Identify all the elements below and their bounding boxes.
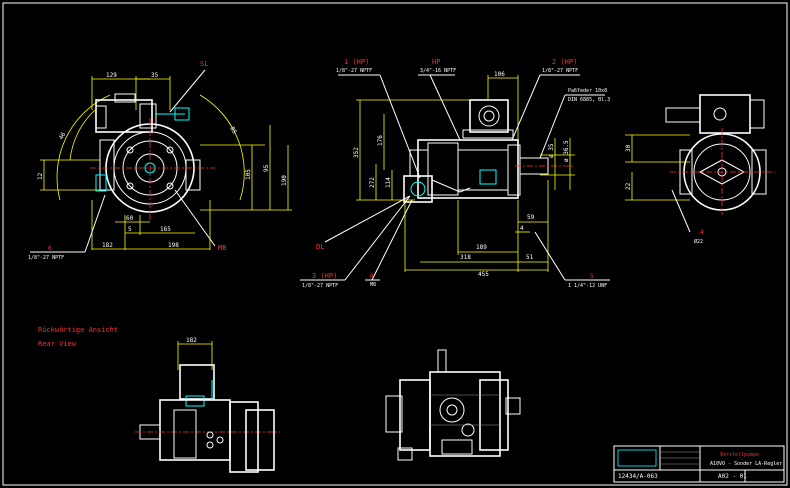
- dim-198: 198: [168, 242, 179, 249]
- dim-272: 272: [369, 177, 376, 188]
- right-view[interactable]: 30 22 4 Ø22: [625, 94, 775, 245]
- label-6-thread: 1/8"-27 NPTF: [28, 255, 64, 261]
- dim-190: 190: [281, 175, 288, 186]
- label-din: DIN 6885, Bl.3: [568, 97, 610, 103]
- dim-165: 165: [160, 226, 171, 233]
- label-6: 6: [48, 245, 52, 252]
- label-5: 5: [590, 273, 594, 280]
- label-5-thread: 1 1/4"-12 UNF: [568, 283, 607, 289]
- dim-106: 106: [494, 71, 505, 78]
- dim-455: 455: [478, 271, 489, 278]
- dim-105: 105: [245, 169, 252, 180]
- dim-d36: ø 36.5: [563, 140, 570, 162]
- dim-176: 176: [377, 135, 384, 146]
- rear-view-title-en: Rear View: [38, 340, 77, 348]
- rear-view-title-de: Rückwärtige Ansicht: [38, 326, 118, 334]
- dim-d35: ø 35: [548, 143, 555, 158]
- dim-51: 51: [526, 254, 534, 261]
- rear-dim-182: 182: [186, 337, 197, 344]
- label-2-hp: 2 (HP): [552, 58, 577, 66]
- dim-129: 129: [106, 72, 117, 79]
- label-1-thread: 1/8"-27 NPTF: [336, 68, 372, 74]
- label-2-thread: 1/8"-27 NPTF: [542, 68, 578, 74]
- dim-35: 35: [151, 72, 159, 79]
- title-block-number: 12434/A-063: [618, 473, 658, 480]
- label-4: 4: [700, 229, 704, 236]
- dim-318: 318: [460, 254, 471, 261]
- label-d22: Ø22: [694, 238, 703, 245]
- label-m8: M8: [370, 282, 376, 288]
- side-view[interactable]: 352 176 272 114 106 ø 35 ø 36.5 59 4 189…: [300, 58, 610, 289]
- dim-60: 60: [126, 215, 134, 222]
- label-hp-thread: 3/4"-16 NPTF: [420, 68, 456, 74]
- dim-4: 4: [520, 225, 524, 232]
- dim-114: 114: [385, 177, 392, 188]
- top-view-drawing[interactable]: [385, 349, 521, 461]
- dim-22: 22: [625, 182, 632, 190]
- dim-352: 352: [353, 147, 360, 158]
- label-1-hp: 1 (HP): [344, 58, 369, 66]
- label-dl: DL: [316, 243, 324, 251]
- front-view[interactable]: 129 35 105 95 190: [28, 60, 292, 261]
- dim-189: 189: [476, 244, 487, 251]
- title-block-subtitle: A10VO - Sonder LA-Regler: [710, 461, 782, 467]
- label-mb: MB: [218, 244, 226, 252]
- label-8: 8: [370, 273, 374, 280]
- dim-95: 95: [263, 164, 270, 172]
- dim-46: 46: [58, 131, 68, 141]
- title-block: Verstellpumpe A10VO - Sonder LA-Regler 1…: [613, 445, 785, 483]
- dim-5: 5: [128, 226, 132, 233]
- label-hp: HP: [432, 58, 440, 66]
- dim-182: 182: [102, 242, 113, 249]
- dim-30: 30: [625, 144, 632, 152]
- label-passfeder: Paßfeder 10x8: [568, 88, 607, 94]
- label-3-thread: 1/8"-27 NPTF: [302, 283, 338, 289]
- label-3-hp: 3 (HP): [312, 272, 337, 280]
- label-sl: SL: [200, 60, 208, 68]
- dim-12: 12: [37, 172, 44, 180]
- dim-59: 59: [527, 214, 535, 221]
- rear-view-drawing[interactable]: 182: [135, 337, 280, 473]
- title-block-title: Verstellpumpe: [720, 452, 759, 458]
- dim-85: 85: [228, 126, 238, 136]
- title-block-sheet: A02 - 01: [718, 473, 747, 480]
